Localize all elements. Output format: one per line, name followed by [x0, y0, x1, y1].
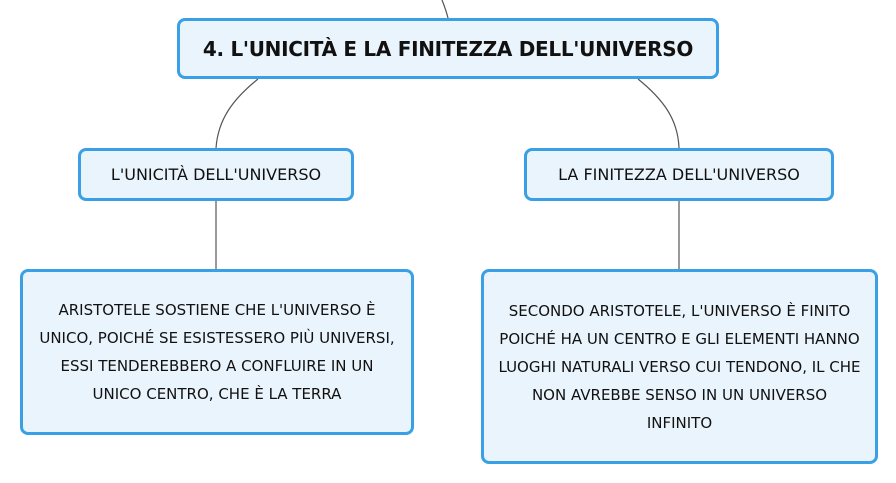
main-topic-node[interactable]: 4. L'UNICITÀ E LA FINITEZZA DELL'UNIVERS…: [177, 18, 719, 79]
main-topic-label: 4. L'UNICITÀ E LA FINITEZZA DELL'UNIVERS…: [202, 36, 694, 61]
connector-from-parent: [441, 0, 449, 19]
connector-title-to-left: [215, 78, 259, 149]
subtopic-label-unicita: L'UNICITÀ DELL'UNIVERSO: [110, 165, 322, 184]
detail-text-finitezza: SECONDO ARISTOTELE, L'UNIVERSO È FINITO …: [498, 301, 861, 432]
detail-node-finitezza[interactable]: SECONDO ARISTOTELE, L'UNIVERSO È FINITO …: [481, 269, 878, 464]
subtopic-node-unicita[interactable]: L'UNICITÀ DELL'UNIVERSO: [78, 148, 354, 201]
detail-text-unicita: ARISTOTELE SOSTIENE CHE L'UNIVERSO È UNI…: [39, 301, 395, 403]
subtopic-label-finitezza: LA FINITEZZA DELL'UNIVERSO: [558, 165, 800, 184]
subtopic-node-finitezza[interactable]: LA FINITEZZA DELL'UNIVERSO: [524, 148, 834, 201]
detail-node-unicita[interactable]: ARISTOTELE SOSTIENE CHE L'UNIVERSO È UNI…: [20, 269, 414, 435]
connector-title-to-right: [637, 78, 680, 149]
